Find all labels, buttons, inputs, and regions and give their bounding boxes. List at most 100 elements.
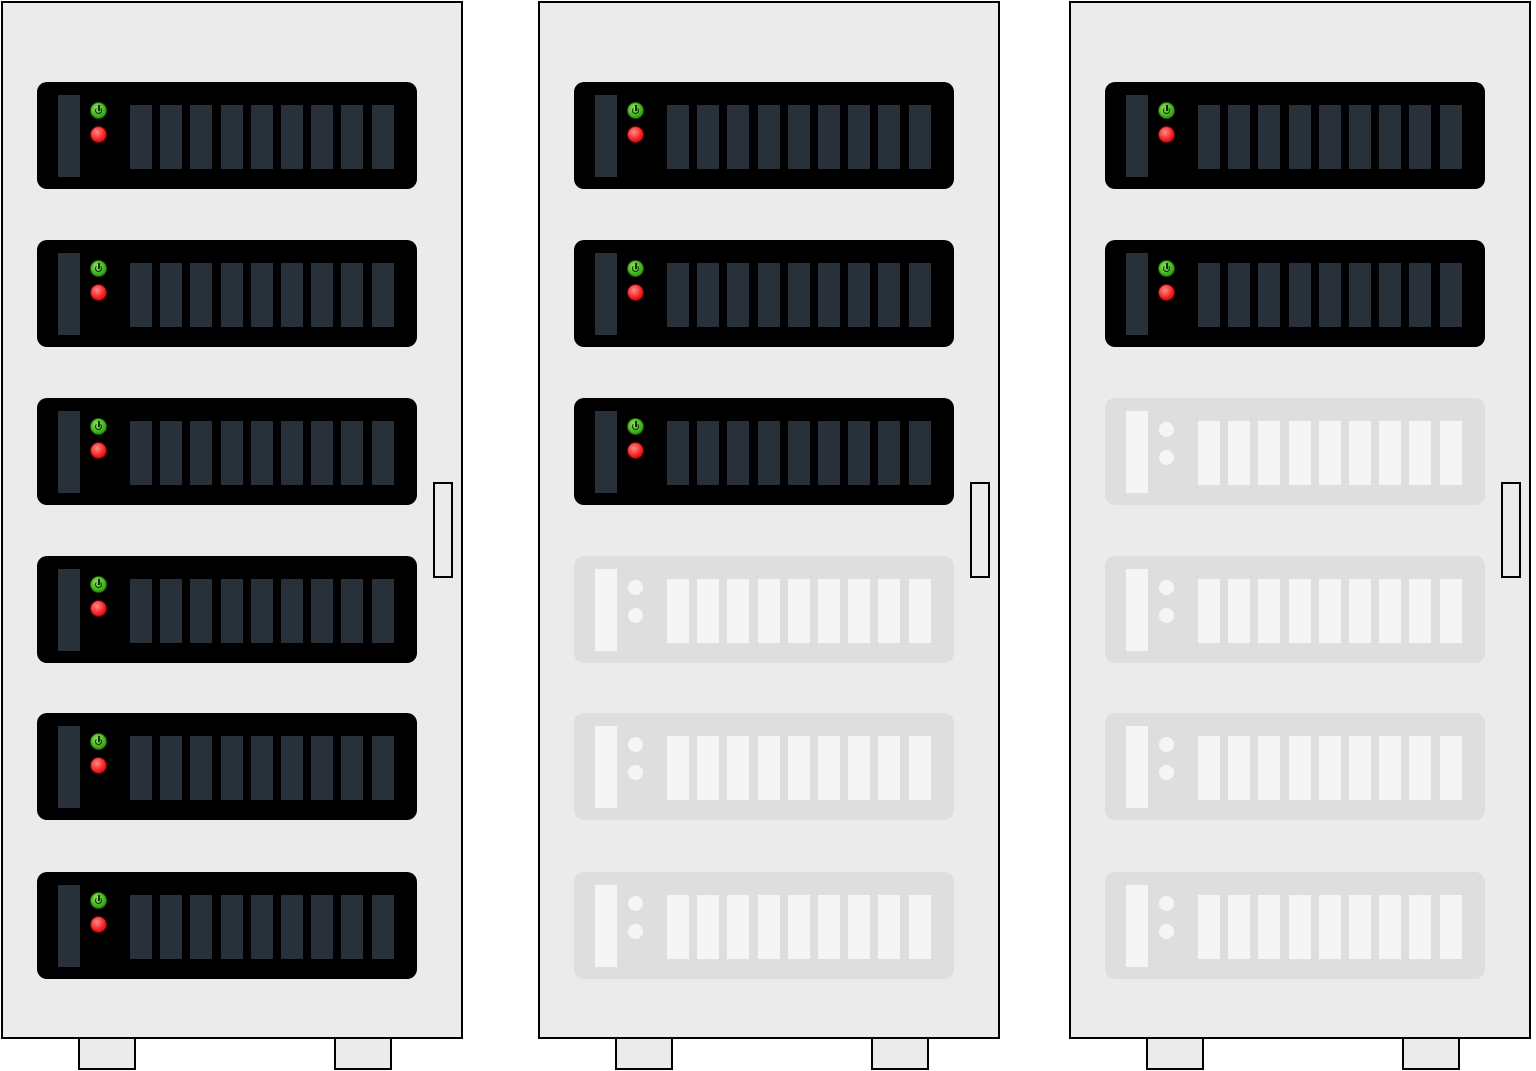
drive-bay [281, 263, 303, 327]
drive-bay [1440, 105, 1462, 169]
drive-bay [190, 263, 212, 327]
empty-server-slot [1105, 713, 1485, 820]
drive-bay [1198, 421, 1220, 485]
server-unit-bezel-bar [58, 569, 80, 651]
drive-bay [727, 895, 749, 959]
drive-bay [1258, 421, 1280, 485]
drive-bay [878, 736, 900, 800]
rack-1 [1, 0, 467, 1071]
drive-bay [281, 421, 303, 485]
server-unit-bezel-bar [1126, 253, 1148, 335]
drive-bay [372, 579, 394, 643]
server-unit [37, 398, 417, 505]
drive-bay [1319, 105, 1341, 169]
drive-bay [1228, 263, 1250, 327]
drive-bay [697, 263, 719, 327]
server-unit [37, 556, 417, 663]
drive-bay [1440, 895, 1462, 959]
server-unit-bezel-bar [58, 411, 80, 493]
server-unit-bezel-bar [595, 726, 617, 808]
drive-bay [848, 421, 870, 485]
fault-led-icon [90, 600, 107, 617]
drive-bay [251, 895, 273, 959]
power-led-icon [90, 892, 107, 909]
drive-bay [758, 895, 780, 959]
rack-door-handle[interactable] [970, 482, 990, 578]
drive-bay [848, 263, 870, 327]
power-led-icon [627, 260, 644, 277]
drive-bay [160, 736, 182, 800]
drive-bay [909, 895, 931, 959]
rack-3 [1069, 0, 1535, 1071]
drive-bay [1379, 736, 1401, 800]
server-unit-bezel-bar [1126, 885, 1148, 967]
drive-bay [1349, 105, 1371, 169]
drive-bay [697, 895, 719, 959]
drive-bay [1228, 105, 1250, 169]
drive-bay [788, 579, 810, 643]
power-led-icon [90, 418, 107, 435]
server-unit [37, 82, 417, 189]
drive-bay [1258, 579, 1280, 643]
drive-bay [281, 736, 303, 800]
fault-led-icon [1158, 284, 1175, 301]
drive-bay [130, 736, 152, 800]
drive-bay [1409, 579, 1431, 643]
drive-bay [221, 263, 243, 327]
drive-bay [758, 736, 780, 800]
server-unit [574, 398, 954, 505]
drive-bay [311, 579, 333, 643]
drive-bay [1409, 263, 1431, 327]
drive-bay [697, 421, 719, 485]
drive-bay [1228, 421, 1250, 485]
empty-server-slot [574, 872, 954, 979]
drive-bay [1228, 579, 1250, 643]
drive-bay [667, 421, 689, 485]
rack-door-handle[interactable] [1501, 482, 1521, 578]
drive-bay [818, 263, 840, 327]
server-unit-bezel-bar [1126, 411, 1148, 493]
drive-bay [788, 736, 810, 800]
drive-bay [667, 579, 689, 643]
drive-bay [848, 105, 870, 169]
drive-bay [1198, 895, 1220, 959]
drive-bay [1258, 263, 1280, 327]
drive-bay [130, 105, 152, 169]
drive-bay [1440, 263, 1462, 327]
drive-bay [341, 895, 363, 959]
drive-bay [667, 895, 689, 959]
fault-led-icon [627, 284, 644, 301]
empty-server-slot [574, 713, 954, 820]
drive-bay [1289, 579, 1311, 643]
server-unit-bezel-bar [595, 95, 617, 177]
drive-bay [221, 105, 243, 169]
server-unit [574, 240, 954, 347]
power-led-placeholder-icon [1159, 422, 1174, 437]
fault-led-icon [90, 442, 107, 459]
drive-bay [909, 421, 931, 485]
drive-bay [758, 421, 780, 485]
drive-bay [190, 895, 212, 959]
drive-bay [372, 421, 394, 485]
fault-led-placeholder-icon [1159, 608, 1174, 623]
drive-bay [818, 579, 840, 643]
server-unit [1105, 82, 1485, 189]
drive-bay [727, 736, 749, 800]
drive-bay [1349, 895, 1371, 959]
server-unit-bezel-bar [58, 95, 80, 177]
rack-door-handle[interactable] [433, 482, 453, 578]
fault-led-icon [90, 916, 107, 933]
drive-bay [190, 736, 212, 800]
drive-bay [1379, 895, 1401, 959]
drive-bay [1228, 736, 1250, 800]
drive-bay [1409, 105, 1431, 169]
rack-foot-left [1146, 1037, 1204, 1070]
drive-bay [372, 105, 394, 169]
drive-bay [130, 579, 152, 643]
drive-bay [909, 579, 931, 643]
drive-bay [878, 895, 900, 959]
fault-led-placeholder-icon [628, 608, 643, 623]
drive-bay [311, 421, 333, 485]
power-led-placeholder-icon [628, 580, 643, 595]
fault-led-icon [90, 757, 107, 774]
